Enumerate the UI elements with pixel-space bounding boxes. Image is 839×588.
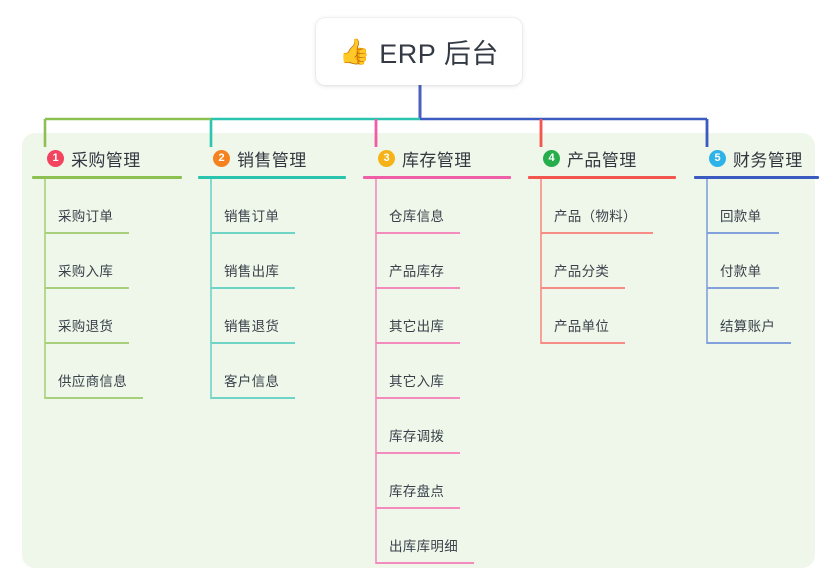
leaf-node-underline <box>541 287 625 289</box>
leaf-node-label: 库存盘点 <box>389 484 445 499</box>
leaf-node-underline <box>707 287 779 289</box>
leaf-node-label: 采购退货 <box>58 319 114 334</box>
branch-number-badge: 4 <box>543 149 560 167</box>
leaf-node-label: 仓库信息 <box>389 209 445 224</box>
leaf-node[interactable]: 回款单 <box>694 179 819 234</box>
leaf-node-underline <box>376 507 460 509</box>
branch-column-2: 2 销售管理销售订单销售出库销售退货客户信息 <box>198 145 346 399</box>
branch-title: 产品管理 <box>567 150 637 170</box>
leaf-node-label: 其它入库 <box>389 374 445 389</box>
leaf-node-label: 回款单 <box>720 209 762 224</box>
leaf-node-label: 销售出库 <box>224 264 280 279</box>
leaf-node[interactable]: 付款单 <box>694 234 819 289</box>
branch-number-badge: 2 <box>213 149 230 167</box>
leaf-node-label: 库存调拨 <box>389 429 445 444</box>
leaf-node-underline <box>211 397 295 399</box>
leaf-node-label: 供应商信息 <box>58 374 127 389</box>
leaf-node-underline <box>376 562 474 564</box>
leaf-node[interactable]: 采购订单 <box>32 179 182 234</box>
leaf-node[interactable]: 采购退货 <box>32 289 182 344</box>
leaf-node[interactable]: 其它出库 <box>363 289 511 344</box>
leaf-node[interactable]: 供应商信息 <box>32 344 182 399</box>
leaf-node-label: 出库库明细 <box>389 539 458 554</box>
leaf-node-label: 销售订单 <box>224 209 280 224</box>
leaf-node-underline <box>376 397 460 399</box>
branch-underline <box>528 176 676 179</box>
leaf-node[interactable]: 销售订单 <box>198 179 346 234</box>
branch-column-5: 5 财务管理回款单付款单结算账户 <box>694 145 819 344</box>
branch-leaf-list: 采购订单采购入库采购退货供应商信息 <box>32 179 182 399</box>
leaf-node[interactable]: 产品库存 <box>363 234 511 289</box>
branch-underline <box>32 176 182 179</box>
leaf-node[interactable]: 库存调拨 <box>363 399 511 454</box>
leaf-node[interactable]: 仓库信息 <box>363 179 511 234</box>
branch-title: 采购管理 <box>71 150 141 170</box>
leaf-node[interactable]: 出库库明细 <box>363 509 511 564</box>
leaf-node-underline <box>45 232 129 234</box>
root-node[interactable]: 👍 ERP 后台 <box>316 18 522 85</box>
branch-number-badge: 3 <box>378 149 395 167</box>
leaf-node-underline <box>211 232 295 234</box>
branch-number-badge: 5 <box>709 149 726 167</box>
leaf-node[interactable]: 采购入库 <box>32 234 182 289</box>
leaf-node-label: 产品库存 <box>389 264 445 279</box>
branch-leaf-list: 回款单付款单结算账户 <box>694 179 819 344</box>
leaf-node[interactable]: 销售出库 <box>198 234 346 289</box>
branch-title: 财务管理 <box>733 150 803 170</box>
leaf-node-label: 采购入库 <box>58 264 114 279</box>
branch-header-3[interactable]: 3 库存管理 <box>363 145 511 171</box>
leaf-node[interactable]: 库存盘点 <box>363 454 511 509</box>
branch-title: 库存管理 <box>402 150 472 170</box>
root-node-title: ERP 后台 <box>379 39 499 69</box>
branch-leaf-list: 销售订单销售出库销售退货客户信息 <box>198 179 346 399</box>
leaf-node[interactable]: 销售退货 <box>198 289 346 344</box>
branch-number-badge: 1 <box>47 149 64 167</box>
leaf-node-underline <box>211 342 295 344</box>
leaf-node-underline <box>707 232 779 234</box>
branch-column-4: 4 产品管理产品（物料） 产品分类产品单位 <box>528 145 676 344</box>
branch-underline <box>694 176 819 179</box>
leaf-node-label: 采购订单 <box>58 209 114 224</box>
leaf-node-label: 产品单位 <box>554 319 610 334</box>
branch-header-4[interactable]: 4 产品管理 <box>528 145 676 171</box>
root-node-content: 👍 ERP 后台 <box>339 32 499 71</box>
leaf-node-underline <box>541 232 653 234</box>
branch-header-5[interactable]: 5 财务管理 <box>694 145 819 171</box>
thumbs-up-icon: 👍 <box>339 38 371 66</box>
leaf-node-underline <box>541 342 625 344</box>
leaf-node-label: 其它出库 <box>389 319 445 334</box>
diagram-panel-background <box>22 133 815 568</box>
leaf-node[interactable]: 其它入库 <box>363 344 511 399</box>
branch-title: 销售管理 <box>237 150 307 170</box>
branch-column-3: 3 库存管理仓库信息产品库存其它出库其它入库库存调拨库存盘点出库库明细 <box>363 145 511 564</box>
leaf-node-label: 客户信息 <box>224 374 280 389</box>
leaf-node[interactable]: 产品分类 <box>528 234 676 289</box>
branch-header-2[interactable]: 2 销售管理 <box>198 145 346 171</box>
leaf-node-label: 产品（物料） <box>554 209 637 224</box>
leaf-node-label: 结算账户 <box>720 319 776 334</box>
leaf-node-underline <box>376 287 460 289</box>
leaf-node-underline <box>376 452 460 454</box>
leaf-node[interactable]: 客户信息 <box>198 344 346 399</box>
leaf-node-underline <box>376 232 460 234</box>
branch-underline <box>363 176 511 179</box>
leaf-node-underline <box>211 287 295 289</box>
leaf-node-underline <box>45 342 129 344</box>
branch-header-1[interactable]: 1 采购管理 <box>32 145 182 171</box>
leaf-node[interactable]: 产品（物料） <box>528 179 676 234</box>
leaf-node[interactable]: 产品单位 <box>528 289 676 344</box>
branch-column-1: 1 采购管理采购订单采购入库采购退货供应商信息 <box>32 145 182 399</box>
branch-leaf-list: 仓库信息产品库存其它出库其它入库库存调拨库存盘点出库库明细 <box>363 179 511 564</box>
branch-leaf-list: 产品（物料） 产品分类产品单位 <box>528 179 676 344</box>
leaf-node-underline <box>45 397 143 399</box>
leaf-node-label: 销售退货 <box>224 319 280 334</box>
leaf-node-underline <box>45 287 129 289</box>
branch-underline <box>198 176 346 179</box>
leaf-node-underline <box>707 342 791 344</box>
leaf-node-underline <box>376 342 460 344</box>
leaf-node[interactable]: 结算账户 <box>694 289 819 344</box>
leaf-node-label: 产品分类 <box>554 264 610 279</box>
leaf-node-label: 付款单 <box>720 264 762 279</box>
